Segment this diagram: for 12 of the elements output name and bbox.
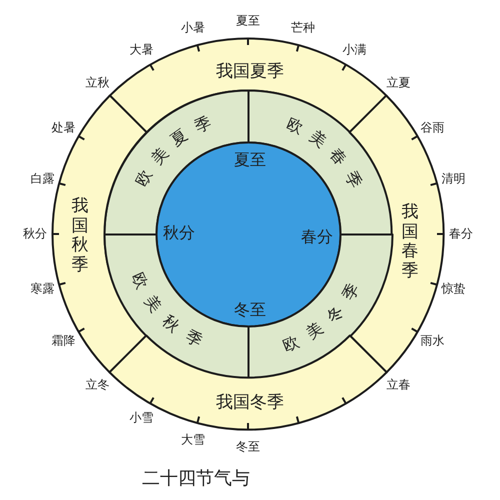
solar-term-label: 夏至 xyxy=(236,14,260,28)
solar-term-label: 冬至 xyxy=(236,440,260,454)
solar-term-label: 白露 xyxy=(30,171,54,186)
solar-term-label: 大雪 xyxy=(180,432,205,448)
solar-term-label: 秋分 xyxy=(23,226,47,242)
solar-term-label: 芒种 xyxy=(291,20,316,36)
solar-term-label: 春分 xyxy=(449,226,473,242)
solar-term-label: 清明 xyxy=(442,171,466,186)
solar-term-label: 惊蛰 xyxy=(442,282,466,297)
solar-term-label: 寒露 xyxy=(30,282,54,297)
solar-term-label: 小暑 xyxy=(180,20,205,36)
diagram-title: 二十四节气与 xyxy=(142,468,250,490)
